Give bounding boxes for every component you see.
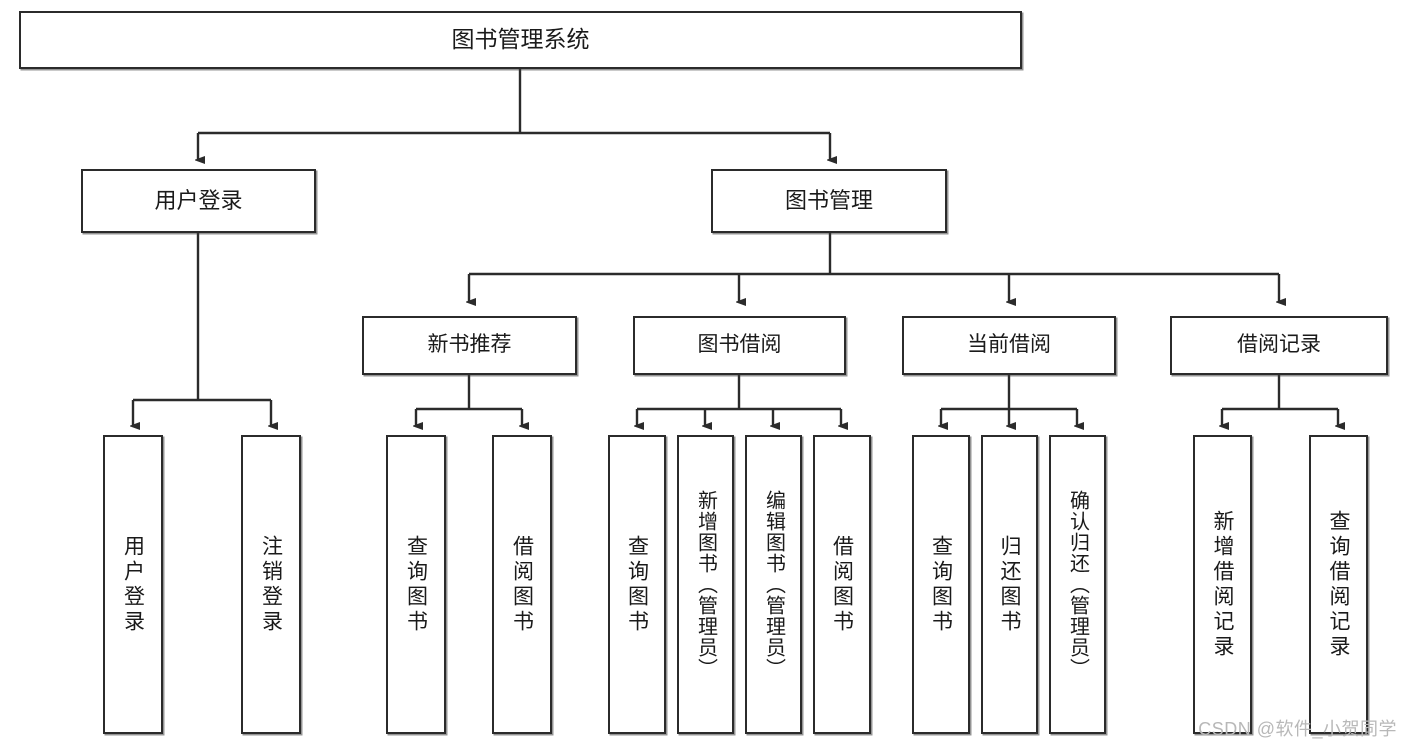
leaf-user-login[interactable]: 用户登录 <box>103 435 163 734</box>
node-label: 借阅记录 <box>1237 333 1321 357</box>
node-book-management[interactable]: 图书管理 <box>711 169 947 233</box>
node-label: 查询图书 <box>625 534 649 635</box>
leaf-borrow-book-recommend[interactable]: 借阅图书 <box>492 435 552 734</box>
node-book-borrow[interactable]: 图书借阅 <box>633 316 846 375</box>
node-label: 新增借阅记录 <box>1211 509 1234 660</box>
node-label: 用户登录 <box>154 188 243 214</box>
node-label: 用户登录 <box>121 534 145 635</box>
leaf-add-book-admin[interactable]: 新增图书（管理员） <box>677 435 734 734</box>
node-label: 新书推荐 <box>427 333 512 357</box>
node-label: 查询图书 <box>929 534 953 635</box>
node-label: 图书管理系统 <box>451 26 590 53</box>
leaf-confirm-return-admin[interactable]: 确认归还（管理员） <box>1049 435 1106 734</box>
node-root-system[interactable]: 图书管理系统 <box>19 11 1022 69</box>
node-label: 新增图书（管理员） <box>694 490 717 679</box>
node-label: 编辑图书（管理员） <box>762 490 785 679</box>
leaf-query-borrow-record[interactable]: 查询借阅记录 <box>1309 435 1368 734</box>
leaf-query-book-current[interactable]: 查询图书 <box>912 435 970 734</box>
node-label: 注销登录 <box>259 534 283 635</box>
node-user-login[interactable]: 用户登录 <box>81 169 316 233</box>
node-label: 确认归还（管理员） <box>1066 490 1089 679</box>
node-label: 图书借阅 <box>697 333 782 357</box>
leaf-query-book-borrow[interactable]: 查询图书 <box>608 435 666 734</box>
node-new-book-recommend[interactable]: 新书推荐 <box>362 316 577 375</box>
node-label: 借阅图书 <box>510 534 534 635</box>
leaf-logout[interactable]: 注销登录 <box>241 435 301 734</box>
leaf-edit-book-admin[interactable]: 编辑图书（管理员） <box>745 435 802 734</box>
node-label: 查询借阅记录 <box>1327 509 1350 660</box>
node-label: 查询图书 <box>404 534 428 635</box>
leaf-add-borrow-record[interactable]: 新增借阅记录 <box>1193 435 1252 734</box>
node-label: 图书管理 <box>784 188 873 214</box>
leaf-borrow-book[interactable]: 借阅图书 <box>813 435 871 734</box>
node-label: 当前借阅 <box>967 333 1051 357</box>
leaf-query-book-recommend[interactable]: 查询图书 <box>386 435 446 734</box>
node-borrow-record[interactable]: 借阅记录 <box>1170 316 1388 375</box>
watermark-text: CSDN @软件_小贺同学 <box>1198 719 1397 739</box>
node-label: 归还图书 <box>998 534 1021 635</box>
node-label: 借阅图书 <box>830 534 854 635</box>
node-current-borrow[interactable]: 当前借阅 <box>902 316 1116 375</box>
leaf-return-book[interactable]: 归还图书 <box>981 435 1038 734</box>
